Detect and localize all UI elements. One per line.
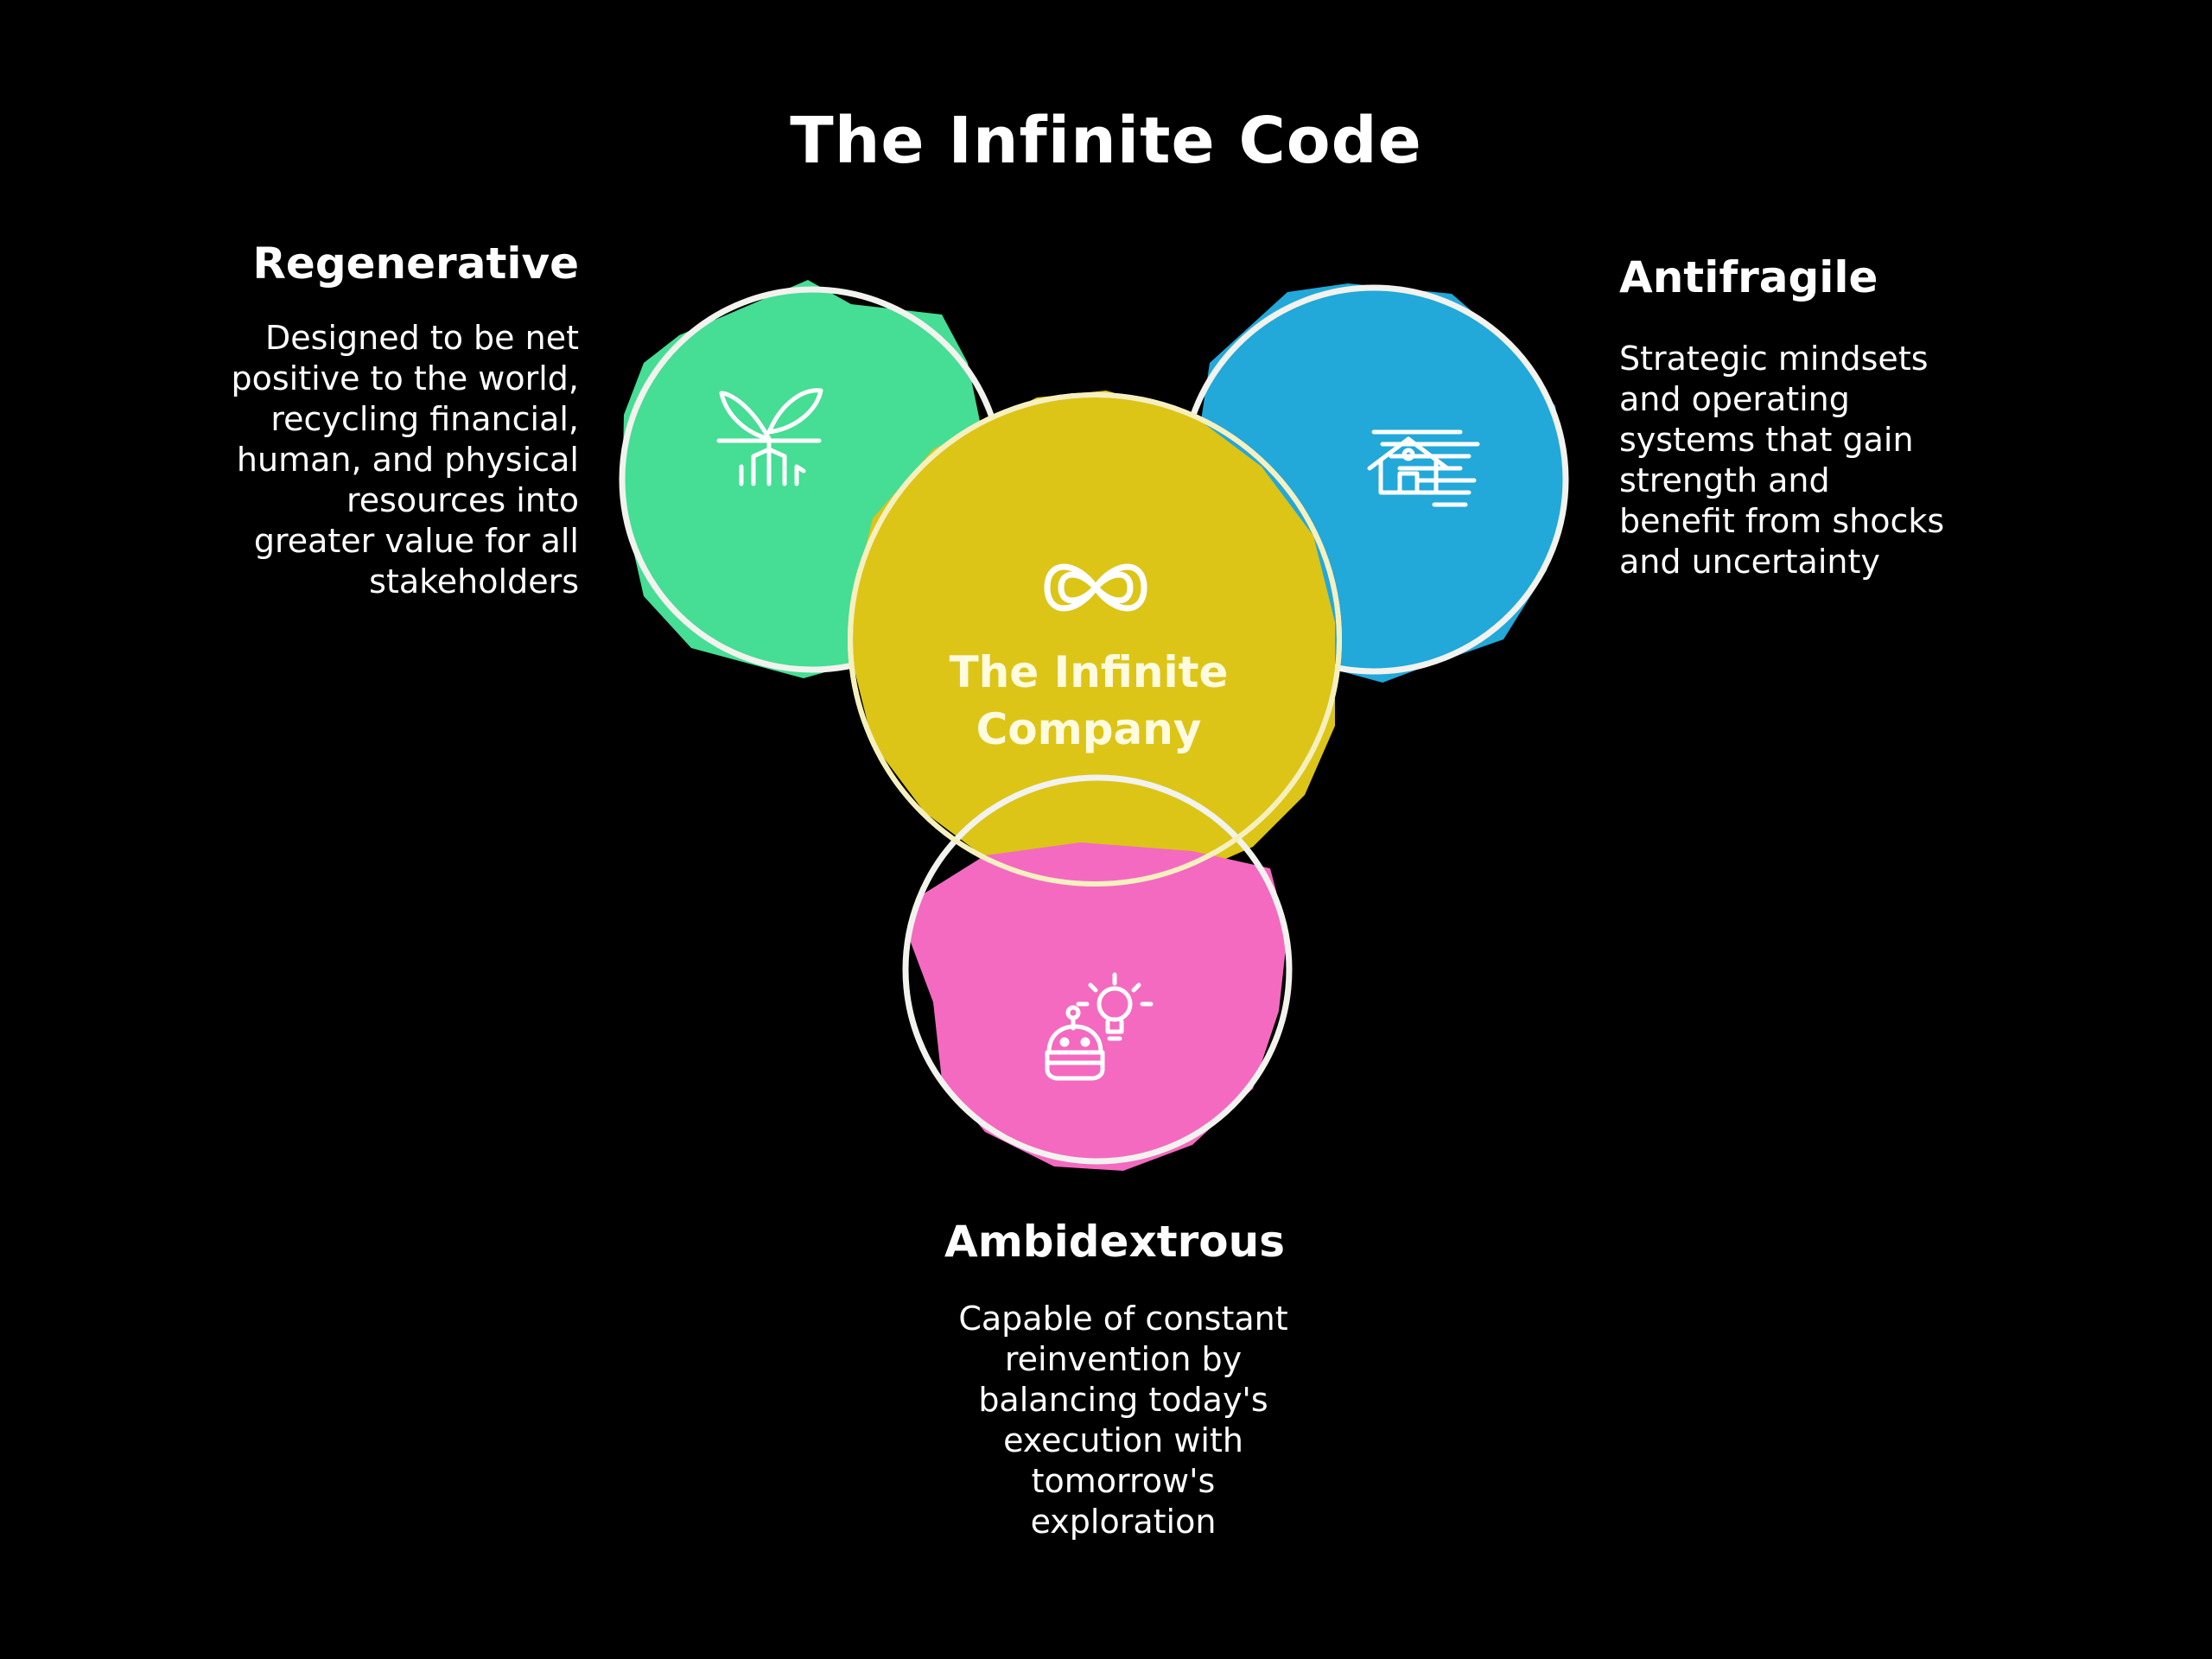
ambidextrous-heading: Ambidextrous <box>944 1217 1285 1267</box>
infinite-company-outline <box>848 392 1342 887</box>
antifragile-heading: Antifragile <box>1619 252 1878 302</box>
sprout-icon <box>716 388 823 486</box>
regenerative-heading: Regenerative <box>252 238 579 289</box>
center-label: The Infinite Company <box>949 647 1229 754</box>
regenerative-description: Designed to be net positive to the world… <box>231 319 579 601</box>
house-storm-icon <box>1367 429 1480 507</box>
infinity-icon <box>1044 563 1147 612</box>
ambidextrous-description: Capable of constant reinvention by balan… <box>958 1300 1288 1541</box>
robot-lightbulb-icon <box>1045 972 1154 1081</box>
antifragile-description: Strategic mindsets and operating systems… <box>1619 340 1945 581</box>
page-title: The Infinite Code <box>790 104 1422 178</box>
